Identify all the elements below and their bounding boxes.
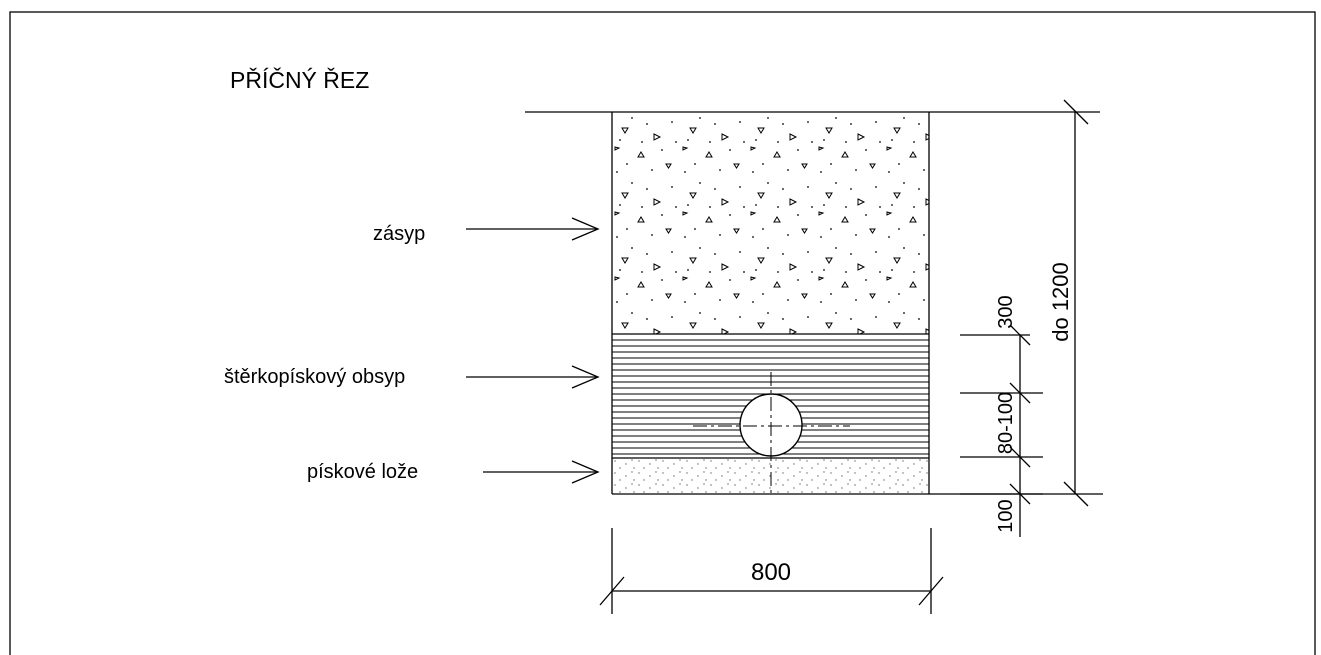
backfill-zone xyxy=(612,112,929,334)
dim-width: 800 xyxy=(751,559,791,586)
dim-total-depth: do 1200 xyxy=(1048,262,1073,342)
dim-above-pipe: 80-100 xyxy=(995,392,1017,454)
width-dimension xyxy=(599,528,944,614)
dim-pipe-zone: 100 xyxy=(995,499,1017,532)
dim-cover: 300 xyxy=(995,295,1017,328)
label-gravel-sand: štěrkopískový obsyp xyxy=(224,366,405,388)
page-title: PŘÍČNÝ ŘEZ xyxy=(230,66,369,93)
drawing-frame xyxy=(9,11,1316,655)
label-sand-bed: pískové lože xyxy=(307,461,418,483)
layer-dimensions xyxy=(960,324,1043,537)
arrow-sand-bed xyxy=(483,460,600,484)
arrow-gravel-sand xyxy=(466,365,600,389)
pipe-centerlines xyxy=(693,372,850,494)
label-backfill: zásyp xyxy=(373,223,425,245)
arrow-backfill xyxy=(466,217,600,241)
